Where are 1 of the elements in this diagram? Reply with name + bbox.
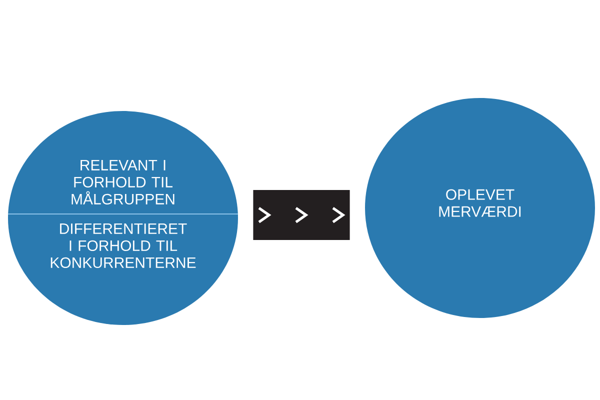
chevron-arrow [253,190,350,240]
